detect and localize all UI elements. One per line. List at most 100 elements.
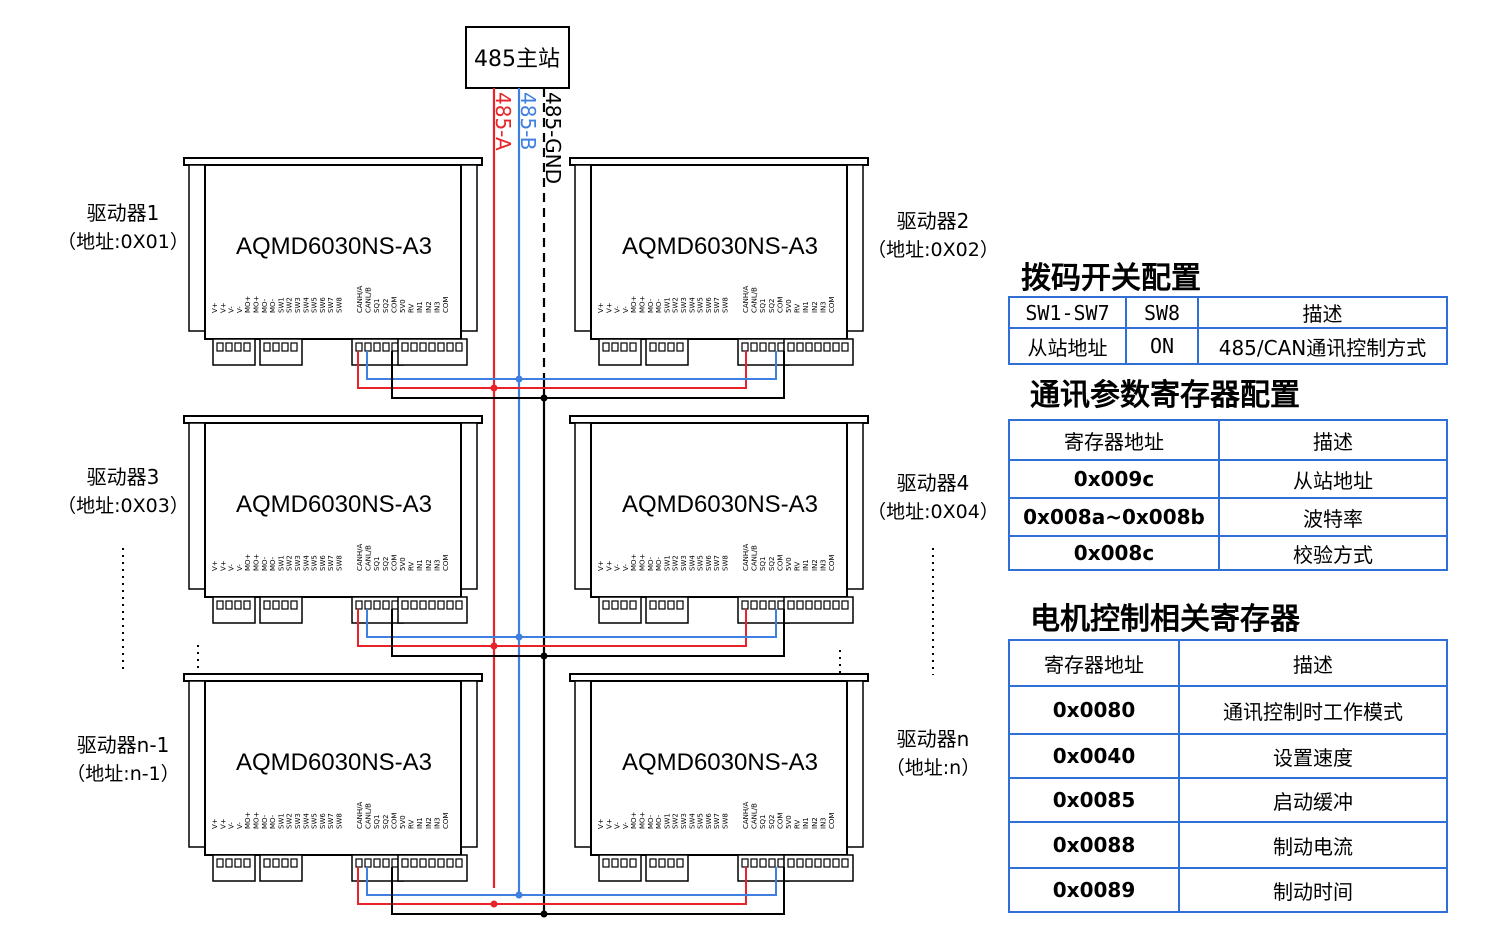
pin-label: MO- xyxy=(647,556,655,571)
pin-label: SW2 xyxy=(672,555,680,571)
pin-label: SW5 xyxy=(311,555,319,571)
pin-label: SW6 xyxy=(705,555,713,571)
terminal-block xyxy=(598,854,642,882)
pin-label: COM xyxy=(776,813,784,829)
pin-label: MO+ xyxy=(639,295,647,313)
terminal-block xyxy=(259,854,303,882)
pin-label: RV xyxy=(794,562,802,571)
junction-dot xyxy=(490,384,498,392)
pin-label: MO- xyxy=(261,298,269,313)
pin-label: IN2 xyxy=(811,817,819,829)
terminal-block xyxy=(351,854,404,882)
pin-label: IN2 xyxy=(425,559,433,571)
pin-label: CANH/A xyxy=(356,543,364,571)
pin-label: SQ2 xyxy=(768,557,776,571)
branch-a-wire xyxy=(357,351,747,389)
pin-label: MO+ xyxy=(639,811,647,829)
dip-cell-on: ON xyxy=(1125,327,1199,365)
pin-label: SW5 xyxy=(697,813,705,829)
motor-row-1-desc: 设置速度 xyxy=(1178,733,1448,779)
pin-label: IN3 xyxy=(819,817,827,829)
driver-model: AQMD6030NS-A3 xyxy=(236,233,432,260)
comm-header-desc: 描述 xyxy=(1218,419,1448,461)
pin-label: CANH/A xyxy=(742,285,750,313)
pin-label: SW1 xyxy=(277,555,285,571)
terminal-block xyxy=(397,854,468,882)
pin-label: MO+ xyxy=(253,553,261,571)
pin-label: SW6 xyxy=(319,813,327,829)
pin-label: SW4 xyxy=(302,297,310,313)
dip-header-desc: 描述 xyxy=(1197,296,1448,329)
pin-label: MO+ xyxy=(244,811,252,829)
driver-name: 驱动器1 xyxy=(87,201,160,225)
branch-b-wire xyxy=(366,867,777,896)
driver-model: AQMD6030NS-A3 xyxy=(622,749,818,776)
pin-label: V- xyxy=(614,564,622,571)
driver-address: （地址:0X01） xyxy=(57,231,189,253)
pin-label: CANL/B xyxy=(365,803,373,829)
pin-label: SW1 xyxy=(663,813,671,829)
pin-label: COM xyxy=(442,813,450,829)
motor-header-desc: 描述 xyxy=(1178,639,1448,687)
pin-label: SW1 xyxy=(277,813,285,829)
pin-label: V- xyxy=(228,306,236,313)
terminal-block xyxy=(259,338,303,366)
pin-label: MO+ xyxy=(639,553,647,571)
pin-label: V+ xyxy=(219,560,227,571)
motor-table: 寄存器地址 描述 0x0080 通讯控制时工作模式 0x0040 设置速度 0x… xyxy=(1008,639,1448,913)
pin-label: IN2 xyxy=(811,559,819,571)
pin-label: SW2 xyxy=(672,297,680,313)
comm-row-0-desc: 从站地址 xyxy=(1218,459,1448,499)
pin-label: V- xyxy=(228,564,236,571)
pin-label: IN1 xyxy=(802,301,810,313)
motor-row-2-address: 0x0085 xyxy=(1008,777,1180,823)
pin-label: 5V0 xyxy=(785,299,793,313)
motor-row-4-desc: 制动时间 xyxy=(1178,867,1448,913)
pin-label: MO- xyxy=(269,556,277,571)
junction-dot xyxy=(515,891,523,899)
comm-header-address: 寄存器地址 xyxy=(1008,419,1220,461)
motor-header-address: 寄存器地址 xyxy=(1008,639,1180,687)
pin-label: SW2 xyxy=(672,813,680,829)
branch-gnd-wire xyxy=(391,867,785,915)
pin-label: V- xyxy=(614,822,622,829)
pin-label: SW8 xyxy=(722,813,730,829)
pin-label: V+ xyxy=(211,302,219,313)
comm-table: 寄存器地址 描述 0x009c 从站地址 0x008a~0x008b 波特率 0… xyxy=(1008,419,1448,571)
pin-label: V- xyxy=(622,564,630,571)
driver-address: （地址:0X04） xyxy=(867,501,999,523)
driver-name: 驱动器n-1 xyxy=(77,733,170,757)
pin-label: V+ xyxy=(219,302,227,313)
junction-dot xyxy=(515,375,523,383)
driver-model: AQMD6030NS-A3 xyxy=(236,491,432,518)
driver-name: 驱动器n xyxy=(897,727,970,751)
pin-label: SW4 xyxy=(688,813,696,829)
driver-address: （地址:0X03） xyxy=(57,495,189,517)
junction-dot xyxy=(490,900,498,908)
terminal-block xyxy=(397,596,468,624)
pin-label: V+ xyxy=(597,560,605,571)
branch-b-wire xyxy=(366,609,777,638)
branch-b-wire xyxy=(366,351,777,380)
pin-label: SW8 xyxy=(336,813,344,829)
terminal-block xyxy=(351,338,404,366)
driver-address: （地址:n） xyxy=(886,757,980,779)
dip-cell-slave-address: 从站地址 xyxy=(1008,327,1127,365)
pin-label: COM xyxy=(776,297,784,313)
pin-label: IN2 xyxy=(425,301,433,313)
pin-label: CANL/B xyxy=(365,287,373,313)
terminal-block xyxy=(645,338,689,366)
pin-label: IN1 xyxy=(416,559,424,571)
pin-label: COM xyxy=(828,297,836,313)
branch-a-wire xyxy=(357,609,747,647)
pin-label: CANH/A xyxy=(742,543,750,571)
pin-label: CANH/A xyxy=(356,801,364,829)
master-station-label: 485主站 xyxy=(474,47,560,72)
terminal-block xyxy=(783,854,854,882)
pin-label: MO+ xyxy=(630,295,638,313)
pin-label: COM xyxy=(442,297,450,313)
